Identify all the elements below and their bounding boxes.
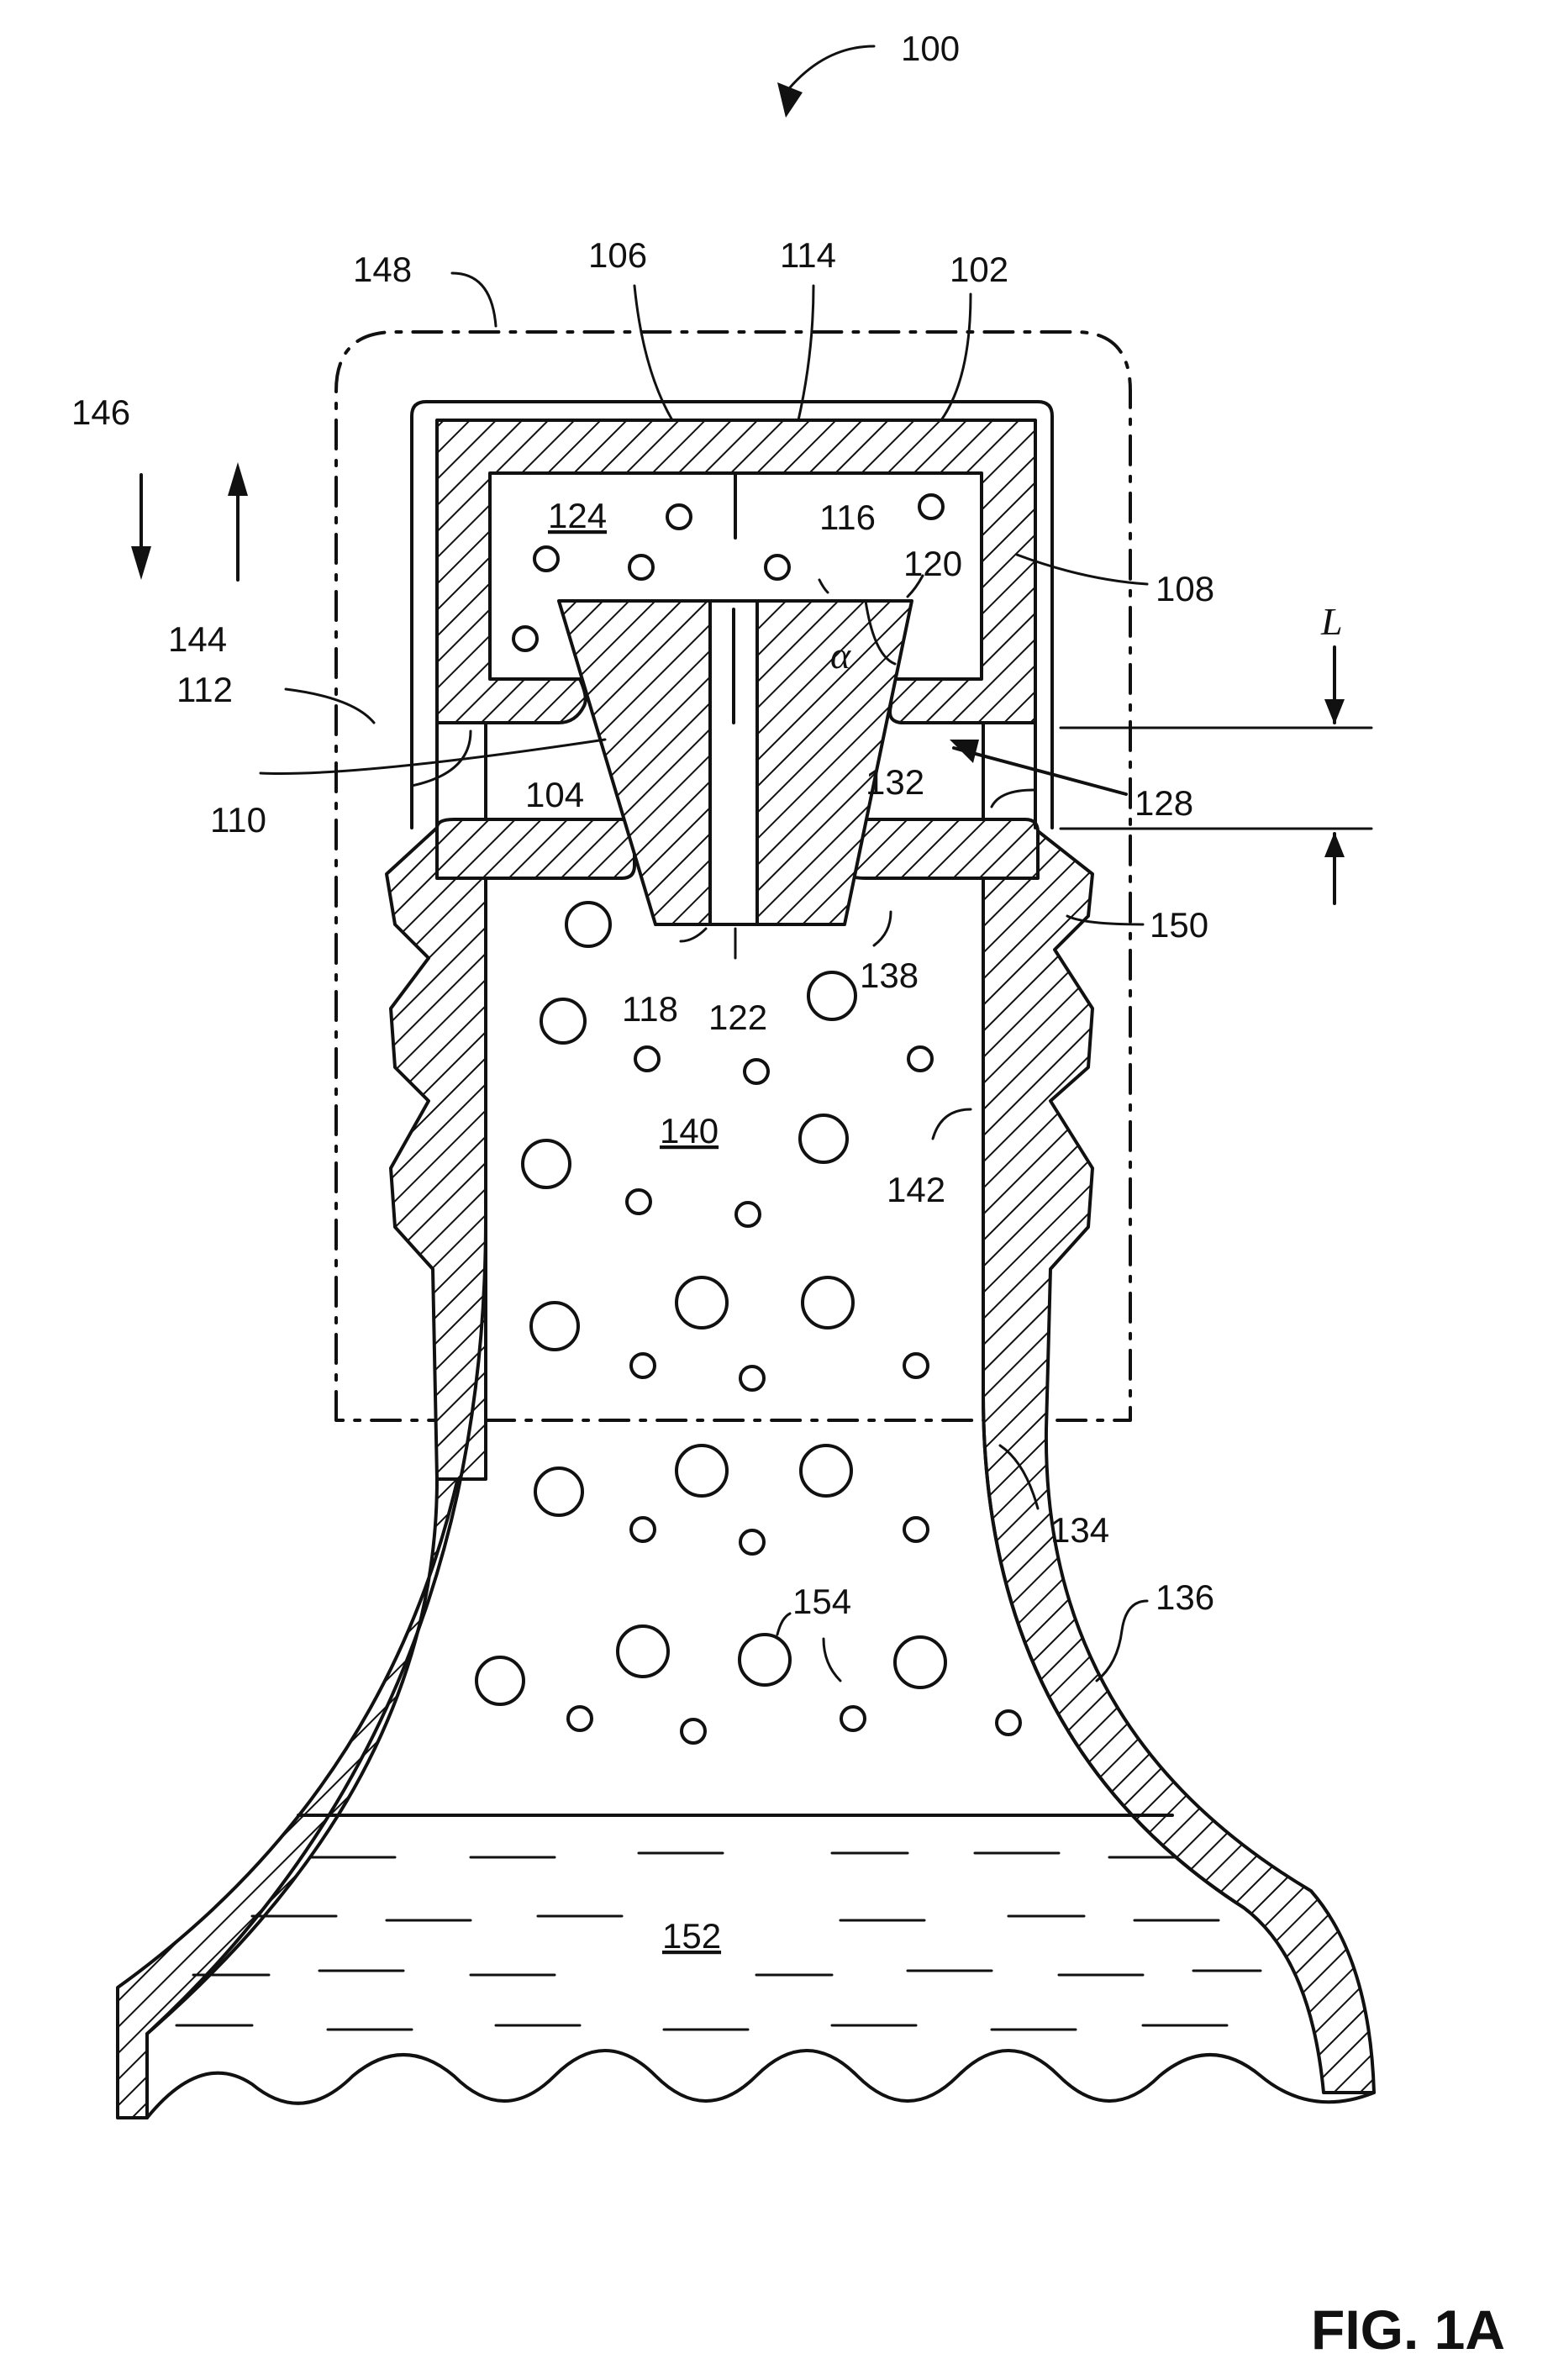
dim-arrowhead-bottom (1324, 832, 1345, 857)
label-154-a: 154 (792, 1582, 851, 1621)
label-142: 142 (887, 1170, 945, 1209)
label-L: L (1320, 600, 1343, 643)
arrowhead-128 (950, 740, 979, 763)
label-122: 122 (708, 998, 767, 1037)
label-108: 108 (1156, 569, 1214, 608)
label-104: 104 (525, 775, 584, 814)
arrowhead-100 (777, 82, 803, 118)
dim-arrowhead-top (1324, 699, 1345, 724)
label-128: 128 (1134, 783, 1193, 823)
label-100: 100 (901, 29, 960, 68)
label-134: 134 (1050, 1510, 1109, 1550)
label-124: 124 (548, 496, 607, 535)
neck-lip-150 (437, 819, 634, 878)
arrow-128 (954, 748, 1126, 794)
label-152: 152 (662, 1916, 721, 1956)
label-alpha: α (830, 634, 851, 677)
label-118: 118 (622, 989, 678, 1029)
label-146: 146 (71, 392, 130, 432)
label-116: 116 (819, 498, 876, 537)
label-136: 136 (1156, 1577, 1214, 1617)
label-120: 120 (903, 544, 962, 583)
label-106: 106 (588, 235, 647, 275)
label-112: 112 (176, 670, 233, 709)
arrowhead-146 (131, 546, 151, 580)
figure-caption: FIG. 1A (1311, 2298, 1505, 2361)
label-148: 148 (353, 250, 412, 289)
label-150: 150 (1150, 905, 1208, 945)
label-144: 144 (168, 619, 227, 659)
label-132: 132 (866, 762, 924, 802)
label-102: 102 (950, 250, 1008, 289)
bottle-wall-134-right (941, 828, 1374, 2093)
label-140: 140 (660, 1111, 719, 1151)
neck-lip-138 (836, 819, 1038, 878)
arrowhead-144 (228, 462, 248, 496)
label-110: 110 (210, 800, 266, 840)
label-138: 138 (860, 956, 919, 995)
label-114: 114 (780, 235, 836, 275)
bottom-cut (147, 2051, 1374, 2118)
